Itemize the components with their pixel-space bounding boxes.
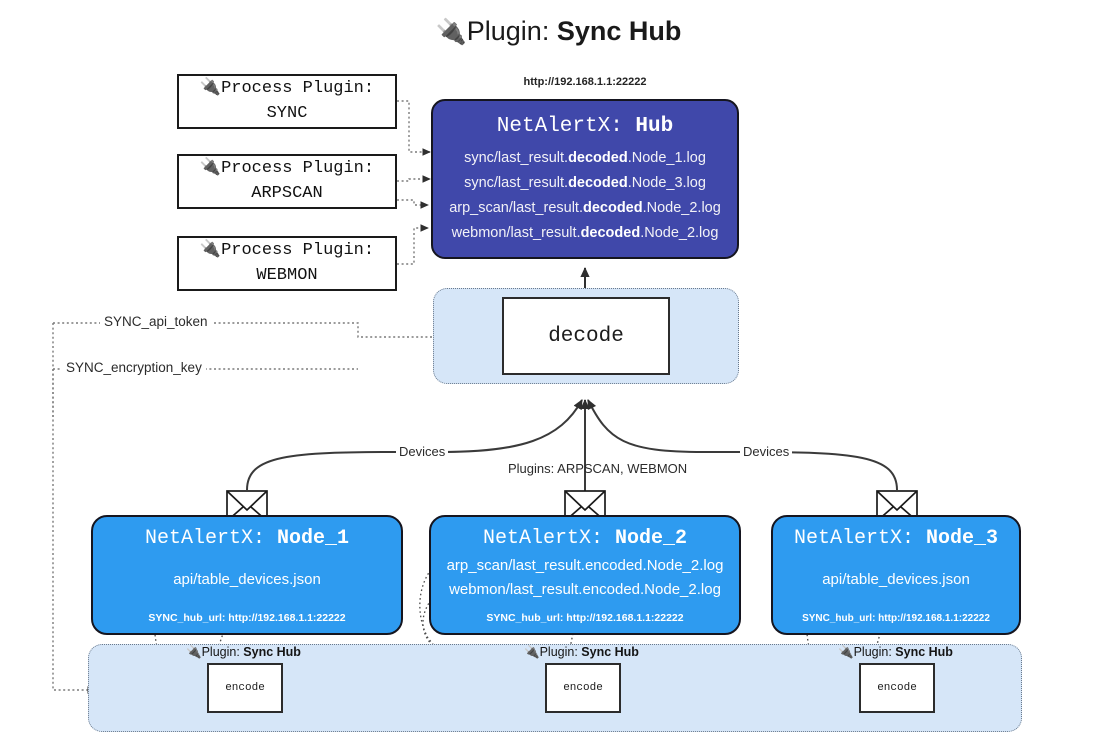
hub-box[interactable]: NetAlertX: Hub sync/last_result.decoded.… <box>431 99 739 259</box>
encode-box-2[interactable]: encode <box>545 663 621 713</box>
process-plugin-sync[interactable]: 🔌Process Plugin: SYNC <box>177 74 397 129</box>
node-2-line-1: arp_scan/last_result.encoded.Node_2.log <box>446 557 724 574</box>
node-1-footer: SYNC_hub_url: http://192.168.1.1:22222 <box>148 612 346 624</box>
plug-icon: 🔌 <box>199 240 222 260</box>
node-3-title: NetAlertX: Node_3 <box>793 527 999 550</box>
process-plugin-webmon[interactable]: 🔌Process Plugin: WEBMON <box>177 236 397 291</box>
page-title: 🔌Plugin: Sync Hub <box>0 16 1117 47</box>
node-box-node-3[interactable]: NetAlertX: Node_3 api/table_devices.json… <box>771 515 1021 635</box>
encode-box-1[interactable]: encode <box>207 663 283 713</box>
process-plugin-sync-line2: SYNC <box>266 103 308 123</box>
hub-log-3: arp_scan/last_result.decoded.Node_2.log <box>449 199 721 216</box>
process-plugin-webmon-line2: WEBMON <box>256 265 318 285</box>
node-3-line-1: api/table_devices.json <box>822 571 970 588</box>
process-plugin-arpscan-line1: 🔌Process Plugin: <box>199 158 375 178</box>
page-title-name: Sync Hub <box>556 16 682 46</box>
edge-label-plugins-center: Plugins: ARPSCAN, WEBMON <box>508 461 688 476</box>
plug-icon: 🔌 <box>435 18 467 46</box>
plug-icon: 🔌 <box>199 158 222 178</box>
node-box-node-2[interactable]: NetAlertX: Node_2 arp_scan/last_result.e… <box>429 515 741 635</box>
node-2-title: NetAlertX: Node_2 <box>482 527 688 550</box>
hub-log-1: sync/last_result.decoded.Node_1.log <box>464 150 706 166</box>
node-1-line-1: api/table_devices.json <box>173 571 321 588</box>
process-plugin-sync-line1: 🔌Process Plugin: <box>199 78 375 98</box>
plug-icon: 🔌 <box>524 645 540 659</box>
node-box-node-1[interactable]: NetAlertX: Node_1 api/table_devices.json… <box>91 515 403 635</box>
node-2-footer: SYNC_hub_url: http://192.168.1.1:22222 <box>486 612 684 624</box>
plug-icon: 🔌 <box>186 645 202 659</box>
node-3-footer: SYNC_hub_url: http://192.168.1.1:22222 <box>802 613 990 624</box>
plug-icon: 🔌 <box>838 645 854 659</box>
node-1-title: NetAlertX: Node_1 <box>144 527 350 550</box>
hub-log-2: sync/last_result.decoded.Node_3.log <box>464 174 706 191</box>
process-plugin-arpscan-line2: ARPSCAN <box>251 183 323 203</box>
encode-plugin-label-1: 🔌Plugin: Sync Hub <box>186 645 301 659</box>
hub-title: NetAlertX: Hub <box>496 115 674 138</box>
page-title-prefix: Plugin: <box>466 16 557 46</box>
edge-label-devices-left: Devices <box>396 444 449 459</box>
decode-box[interactable]: decode <box>502 297 670 375</box>
encode-plugin-label-3: 🔌Plugin: Sync Hub <box>838 645 953 659</box>
encode-plugin-label-2: 🔌Plugin: Sync Hub <box>524 645 639 659</box>
plug-icon: 🔌 <box>199 78 222 98</box>
hub-url-label: http://192.168.1.1:22222 <box>523 76 647 88</box>
process-plugin-webmon-line1: 🔌Process Plugin: <box>199 240 375 260</box>
secret-encryption-key-label: SYNC_encryption_key <box>62 360 206 375</box>
hub-log-4: webmon/last_result.decoded.Node_2.log <box>451 224 719 241</box>
process-plugin-arpscan[interactable]: 🔌Process Plugin: ARPSCAN <box>177 154 397 209</box>
encode-box-3[interactable]: encode <box>859 663 935 713</box>
node-2-line-2: webmon/last_result.encoded.Node_2.log <box>449 581 721 599</box>
secret-api-token-label: SYNC_api_token <box>100 314 212 329</box>
edge-label-devices-right: Devices <box>740 444 793 459</box>
